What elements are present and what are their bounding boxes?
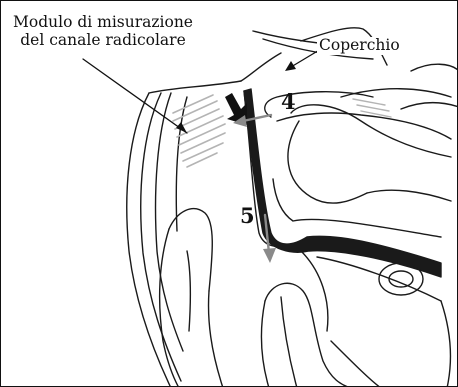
device-body-outline [127, 53, 281, 387]
module-hatching [173, 95, 225, 167]
module-leader-line [83, 59, 187, 133]
module-label-line2: del canale radicolare [13, 32, 193, 50]
lid-callout-label: Coperchio [317, 37, 402, 55]
hand-right-top [288, 64, 458, 203]
module-label-line1: Modulo di misurazione [13, 14, 193, 32]
step-number-5: 5 [240, 205, 255, 226]
lid [244, 28, 451, 277]
step-number-4: 4 [281, 91, 296, 112]
hand-right-bottom [262, 283, 351, 387]
round-socket [379, 263, 423, 295]
hand-left [160, 209, 223, 387]
module-callout-label: Modulo di misurazione del canale radicol… [11, 14, 195, 50]
